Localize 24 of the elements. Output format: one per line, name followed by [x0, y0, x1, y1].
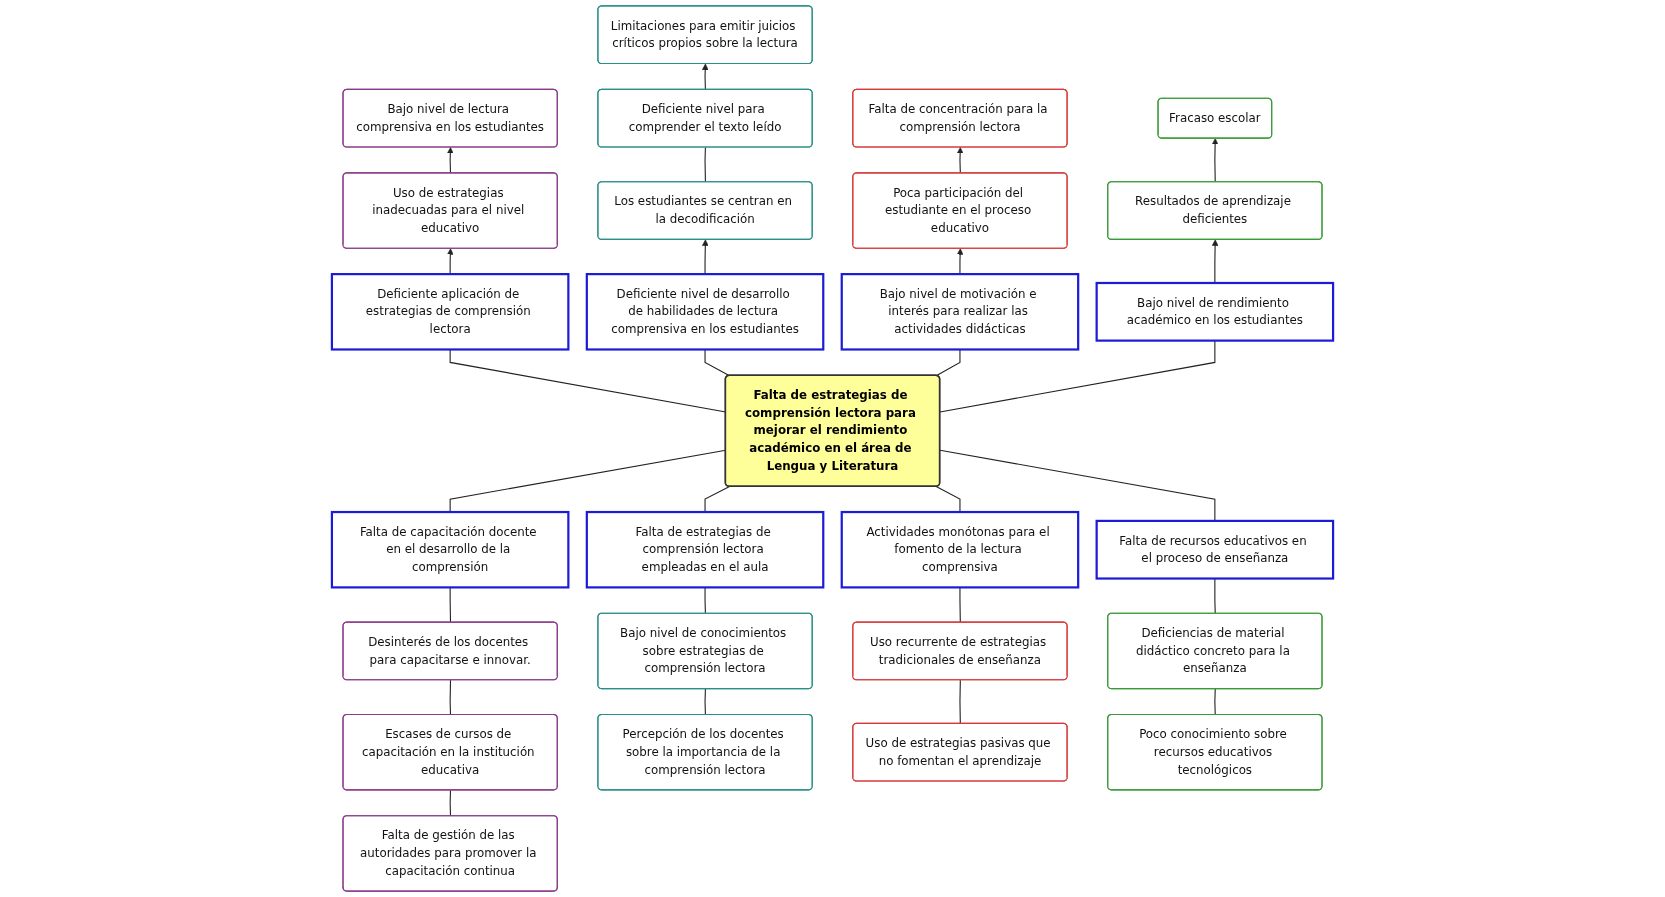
node-box: Deficiente aplicación de estrategias de comprensión lectora: [330, 273, 570, 351]
arrow: [447, 147, 454, 174]
connector: [939, 340, 1216, 413]
node-box: Falta de recursos educativos en el proceso de enseñanza: [1095, 519, 1335, 580]
connector: [704, 486, 731, 513]
connector: [1214, 688, 1216, 716]
node-box: Deficiente nivel de desarrollo de habilidades de lectura comprensiva en los estudiantes: [585, 273, 825, 351]
node-box: Bajo nivel de rendimiento académico en los estudiantes: [1095, 281, 1335, 342]
arrow: [956, 248, 964, 275]
node-box: Bajo nivel de motivación e interés para realizar las actividades didácticas: [840, 273, 1080, 351]
connector: [449, 679, 452, 716]
connector: [449, 789, 452, 817]
connector: [959, 679, 961, 725]
node-box: Falta de estrategias de comprensión lectora empleadas en el aula: [585, 510, 825, 589]
connector: [704, 146, 706, 183]
arrow: [1211, 138, 1219, 183]
arrow: [702, 63, 709, 91]
connector: [935, 486, 961, 513]
arrow: [702, 239, 709, 275]
node-box: Falta de capacitación docente en el desarrollo de la comprensión: [330, 510, 570, 589]
arrow: [447, 248, 454, 275]
connector: [704, 688, 706, 716]
node-box: Actividades monótonas para el fomento de la lectura comprensiva: [840, 510, 1080, 589]
arrow: [956, 147, 964, 174]
